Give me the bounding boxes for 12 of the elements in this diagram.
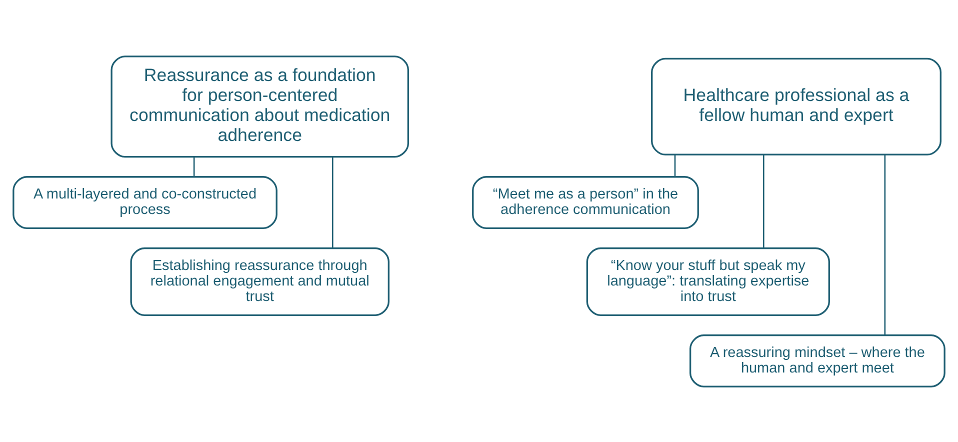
node-box: Establishing reassurance through relational engagement and mutual trust: [130, 246, 390, 316]
connector: [332, 156, 334, 248]
connector: [884, 154, 886, 335]
node-box: A multi-layered and co-constructed process: [12, 176, 278, 229]
node-box: Healthcare professional as a fellow human and expert: [651, 57, 942, 155]
connector: [193, 156, 195, 176]
connector: [674, 154, 676, 176]
node-box: Reassurance as a foundation for person-centered communication about medication adherence: [110, 55, 410, 158]
node-box: “Know your stuff but speak my language”: translating expertise into trust: [586, 246, 830, 316]
node-box: “Meet me as a person” in the adherence communication: [472, 176, 699, 229]
node-box: A reassuring mindset – where the human and expert meet: [689, 334, 946, 387]
connector: [762, 154, 764, 248]
